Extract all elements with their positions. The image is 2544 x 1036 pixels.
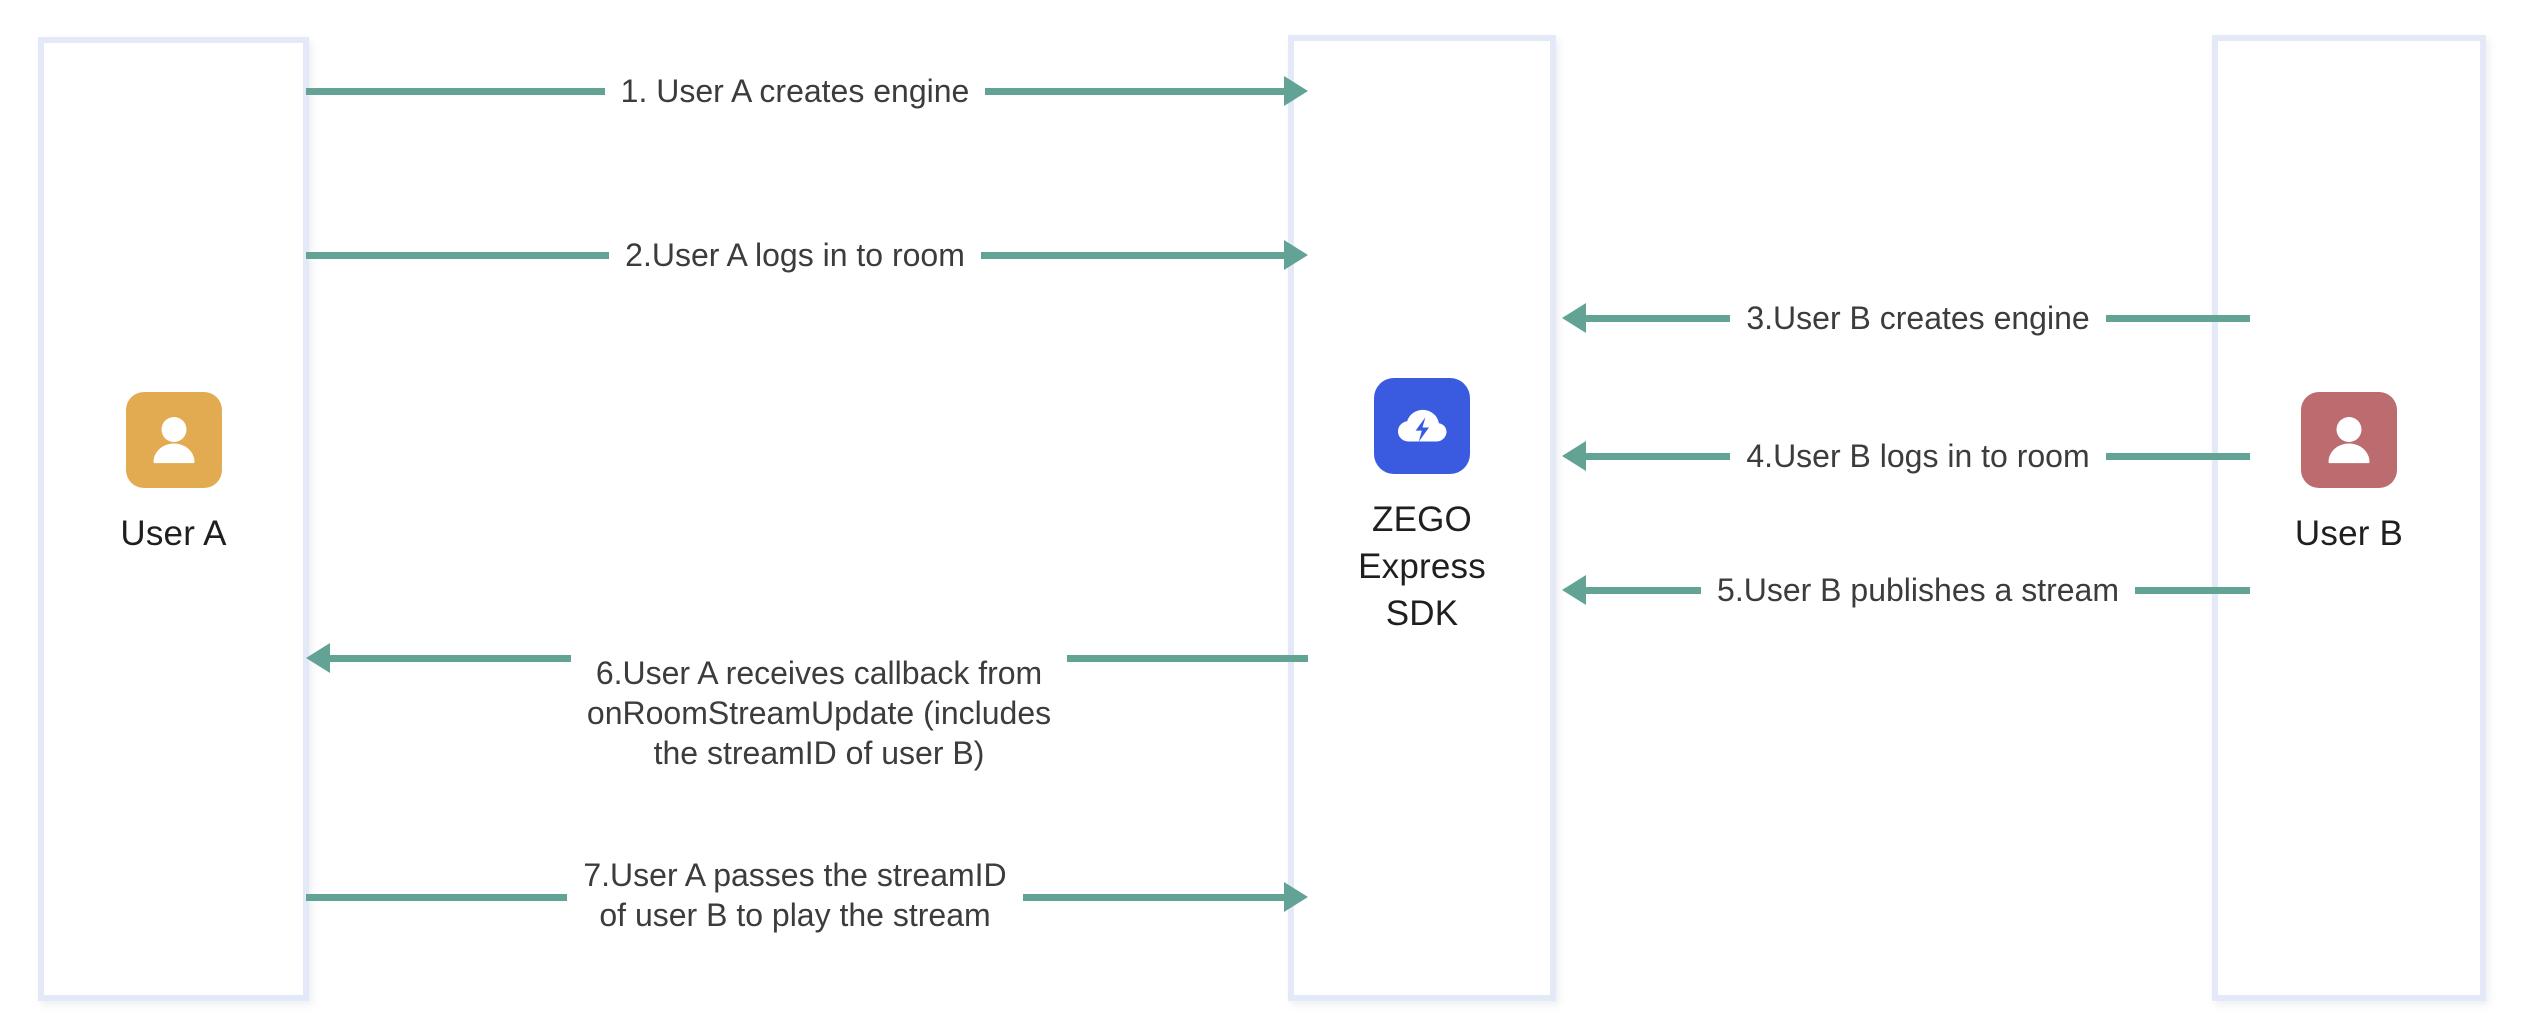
actor-user-b: User B bbox=[2212, 392, 2486, 557]
message-line bbox=[2134, 586, 2251, 594]
actor-label-user-a: User A bbox=[120, 514, 227, 553]
message-line bbox=[980, 251, 1284, 259]
message-line bbox=[1586, 314, 1731, 322]
message-3-label: 3.User B creates engine bbox=[1746, 300, 2090, 336]
message-line bbox=[1067, 654, 1309, 662]
message-5-label: 5.User B publishes a stream bbox=[1717, 572, 2119, 608]
lifeline-user-b bbox=[2212, 35, 2486, 1001]
message-line bbox=[306, 893, 568, 901]
message-7-label: 7.User A passes the streamID of user B t… bbox=[583, 857, 1007, 933]
lifeline-user-a bbox=[38, 37, 309, 1001]
avatar-user-a bbox=[125, 392, 222, 488]
message-2-label: 2.User A logs in to room bbox=[625, 237, 965, 273]
person-icon bbox=[143, 409, 205, 471]
message-line bbox=[2105, 452, 2250, 460]
cloud-lightning-icon bbox=[1389, 393, 1455, 459]
message-line bbox=[1586, 586, 1702, 594]
lifeline-zego-sdk bbox=[1288, 35, 1556, 1001]
arrowhead-right-icon bbox=[1284, 240, 1308, 270]
actor-user-a: User A bbox=[38, 392, 309, 557]
message-line bbox=[306, 251, 610, 259]
message-line bbox=[1022, 893, 1285, 901]
arrowhead-left-icon bbox=[1562, 303, 1586, 333]
actor-label-zego-sdk: ZEGO Express SDK bbox=[1358, 500, 1486, 633]
arrowhead-left-icon bbox=[306, 643, 330, 673]
arrowhead-right-icon bbox=[1284, 76, 1308, 106]
message-line bbox=[330, 654, 571, 662]
actor-zego-sdk: ZEGO Express SDK bbox=[1288, 378, 1556, 637]
message-line bbox=[306, 87, 605, 95]
message-6-label: 6.User A receives callback from onRoomSt… bbox=[586, 655, 1052, 771]
avatar-zego-sdk bbox=[1374, 378, 1470, 474]
avatar-user-b bbox=[2301, 392, 2397, 488]
message-1-label: 1. User A creates engine bbox=[620, 73, 970, 109]
message-line bbox=[1586, 452, 1731, 460]
arrowhead-right-icon bbox=[1284, 882, 1309, 912]
actor-label-user-b: User B bbox=[2294, 514, 2404, 553]
message-4-label: 4.User B logs in to room bbox=[1746, 438, 2090, 474]
message-line bbox=[985, 87, 1284, 95]
person-icon bbox=[2318, 409, 2380, 471]
arrowhead-left-icon bbox=[1562, 441, 1586, 471]
message-line bbox=[2105, 314, 2251, 322]
arrowhead-left-icon bbox=[1562, 575, 1586, 605]
